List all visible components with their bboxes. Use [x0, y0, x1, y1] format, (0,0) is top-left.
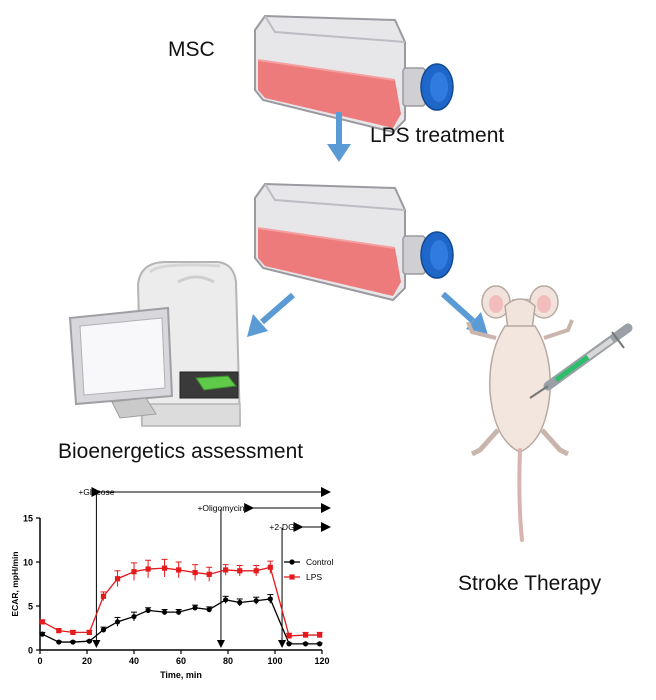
legend-label: Control	[306, 557, 334, 567]
y-tick-label: 5	[28, 602, 33, 612]
injection-label: +Oligomycin	[197, 503, 244, 513]
data-point-lps	[237, 568, 243, 574]
y-tick-label: 15	[23, 514, 33, 524]
data-point-control	[267, 596, 273, 602]
data-point-control	[131, 613, 137, 620]
injection-marker	[92, 640, 101, 648]
series-line-lps	[42, 566, 320, 637]
data-point-lps	[267, 564, 273, 570]
data-point-control	[253, 598, 259, 604]
injection-marker	[278, 640, 287, 648]
data-point-control	[145, 607, 151, 614]
analyzer-machine-icon	[68, 261, 242, 427]
data-point-control	[39, 631, 45, 637]
data-point-lps	[192, 569, 198, 576]
x-tick-label: 100	[267, 656, 282, 666]
data-point-control	[223, 597, 229, 603]
data-point-lps	[206, 571, 212, 577]
data-point-control	[206, 606, 212, 613]
data-point-lps	[114, 576, 121, 582]
data-point-control	[100, 627, 107, 633]
stroke-therapy-label: Stroke Therapy	[458, 572, 602, 595]
data-point-control	[302, 641, 309, 647]
data-point-lps	[86, 629, 92, 635]
x-tick-label: 40	[129, 656, 139, 666]
data-point-lps	[223, 567, 229, 573]
culture-flask-icon	[254, 182, 454, 302]
x-tick-label: 60	[176, 656, 186, 666]
data-point-control	[114, 619, 121, 625]
data-point-control	[317, 641, 323, 647]
x-tick-label: 120	[314, 656, 329, 666]
y-axis-label: ECAR, mpH/min	[10, 551, 20, 616]
syringe-icon	[529, 323, 633, 399]
injection-marker	[216, 640, 225, 648]
data-point-lps	[161, 565, 168, 571]
data-point-lps	[131, 569, 137, 575]
data-point-control	[286, 641, 292, 647]
arrow-down	[327, 112, 351, 162]
rat-icon	[466, 285, 574, 542]
data-point-lps	[286, 633, 292, 639]
x-tick-label: 0	[37, 656, 42, 666]
data-point-lps	[70, 629, 76, 635]
x-tick-label: 80	[223, 656, 233, 666]
data-point-lps	[39, 619, 45, 625]
lps-treatment-label: LPS treatment	[370, 124, 505, 147]
legend-label: LPS	[306, 572, 322, 582]
msc-label: MSC	[168, 38, 215, 61]
data-point-lps	[100, 593, 107, 599]
legend-marker	[289, 574, 295, 580]
x-tick-label: 20	[82, 656, 92, 666]
x-axis-label: Time, min	[160, 670, 202, 680]
culture-flask-icon	[254, 14, 454, 134]
data-point-lps	[176, 567, 182, 573]
data-point-control	[70, 639, 76, 645]
y-tick-label: 10	[23, 558, 33, 568]
data-point-control	[176, 609, 182, 615]
data-point-lps	[302, 632, 309, 638]
data-point-control	[192, 605, 198, 611]
y-tick-label: 0	[28, 646, 33, 656]
data-point-lps	[56, 628, 62, 634]
series-line-control	[42, 598, 320, 645]
arrow-to-rat	[440, 291, 488, 335]
data-point-control	[161, 609, 168, 615]
injection-label: +2-DG	[269, 522, 294, 532]
data-point-control	[237, 599, 243, 606]
data-point-control	[86, 638, 92, 644]
data-point-control	[56, 639, 62, 645]
bioenergetics-assessment-label: Bioenergetics assessment	[58, 440, 304, 463]
data-point-lps	[317, 632, 323, 638]
data-point-lps	[145, 566, 151, 572]
data-point-lps	[253, 568, 259, 574]
legend-marker	[289, 559, 295, 565]
arrow-to-analyzer	[247, 292, 295, 337]
